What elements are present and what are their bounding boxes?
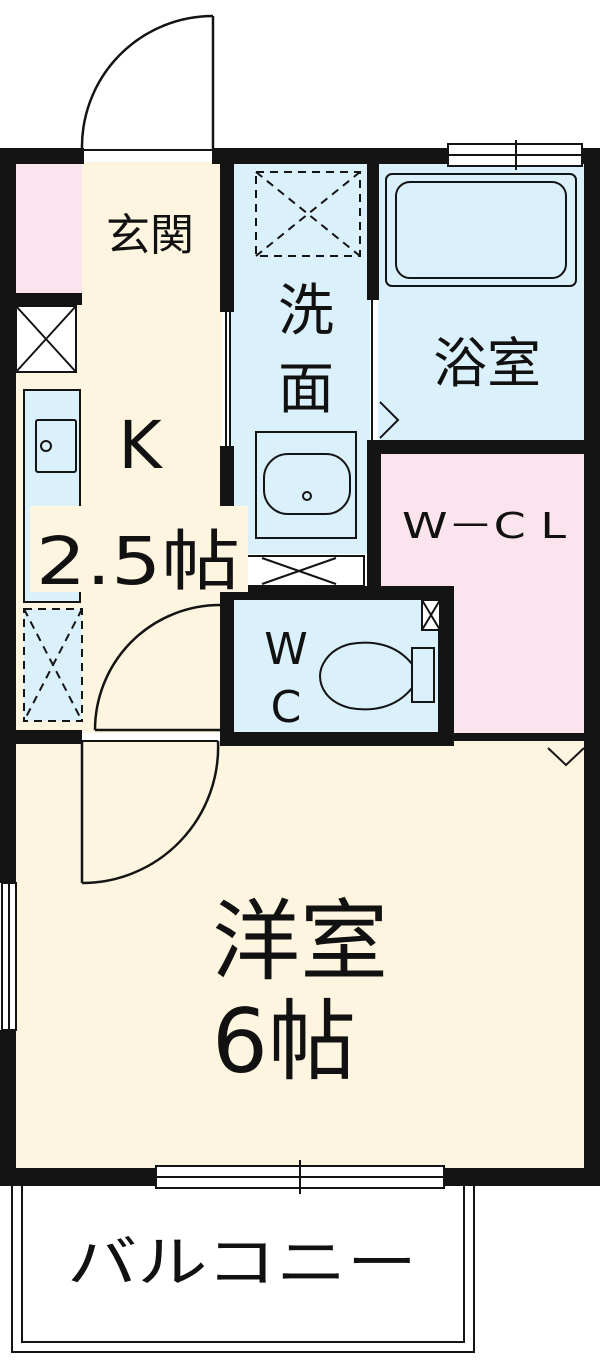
balcony-window bbox=[155, 1160, 445, 1194]
bath-window bbox=[447, 140, 583, 170]
wall-washroom-right-upper bbox=[367, 162, 379, 300]
wall-washroom-left-upper bbox=[220, 162, 234, 312]
washroom-label-line2: 面 bbox=[278, 357, 334, 422]
doors bbox=[80, 14, 585, 885]
entrance-floor bbox=[82, 162, 222, 297]
shoe-cabinet-icon bbox=[15, 305, 77, 373]
entrance-door bbox=[80, 14, 215, 151]
fridge-space-icon bbox=[23, 608, 83, 722]
storage-x-icon bbox=[233, 555, 365, 587]
entrance-label: 玄関 bbox=[106, 210, 194, 261]
closet-door bbox=[547, 747, 585, 767]
toilet-label-line2: C bbox=[271, 682, 302, 733]
wall-closet-bottom bbox=[454, 733, 584, 741]
wall-top-left bbox=[0, 148, 84, 164]
wall-wc-left bbox=[220, 586, 234, 746]
wall-wc-right bbox=[438, 586, 454, 744]
pink-strip-floor bbox=[16, 162, 82, 297]
kitchen-door bbox=[93, 603, 221, 732]
washroom-label-line1: 洗 bbox=[278, 279, 334, 344]
wall-bottom-left bbox=[0, 1168, 156, 1186]
wall-kitchen-bottom-left bbox=[0, 730, 82, 744]
kitchen-area-label-bg bbox=[30, 506, 248, 592]
left-window bbox=[1, 882, 17, 1031]
kitchen-area-label: 2.5帖 bbox=[36, 523, 240, 600]
pipe-space-icon bbox=[421, 599, 441, 631]
fixtures bbox=[15, 171, 577, 722]
labels: 玄関 K 2.5帖 洗 面 浴室 W－C L W C 洋室 6帖 バルコニー bbox=[30, 210, 566, 1296]
western-room-area-label: 6帖 bbox=[212, 990, 356, 1093]
bathtub-icon bbox=[385, 173, 577, 287]
wall-wc-top bbox=[220, 586, 454, 600]
wall-bottom-right bbox=[444, 1168, 600, 1186]
washer-space-icon bbox=[255, 171, 361, 257]
wall-washroom-right-lower bbox=[367, 440, 381, 590]
wash-basin-icon bbox=[255, 431, 357, 539]
wall-left-upper bbox=[0, 148, 16, 883]
toilet-icon bbox=[318, 641, 435, 711]
bathroom-label: 浴室 bbox=[433, 332, 541, 395]
windows bbox=[1, 140, 583, 1194]
wall-wc-bottom bbox=[220, 732, 454, 746]
walk-in-closet-label: W－C L bbox=[402, 506, 566, 547]
wall-left-lower bbox=[0, 1030, 16, 1185]
washroom-sliding-door bbox=[225, 312, 231, 446]
walls bbox=[0, 148, 600, 1186]
wall-bath-closet bbox=[378, 440, 584, 454]
western-room-label: 洋室 bbox=[212, 890, 388, 993]
wall-top-mid bbox=[212, 148, 448, 164]
room-door bbox=[80, 740, 220, 885]
bath-door bbox=[371, 300, 400, 440]
balcony-label: バルコニー bbox=[67, 1231, 417, 1296]
balcony bbox=[11, 1186, 475, 1353]
wall-right bbox=[584, 148, 600, 1185]
toilet-label-line1: W bbox=[264, 624, 308, 675]
wall-entrance-bottom bbox=[16, 293, 82, 305]
kitchen-label: K bbox=[118, 407, 163, 484]
western-room-floor bbox=[16, 741, 584, 1169]
